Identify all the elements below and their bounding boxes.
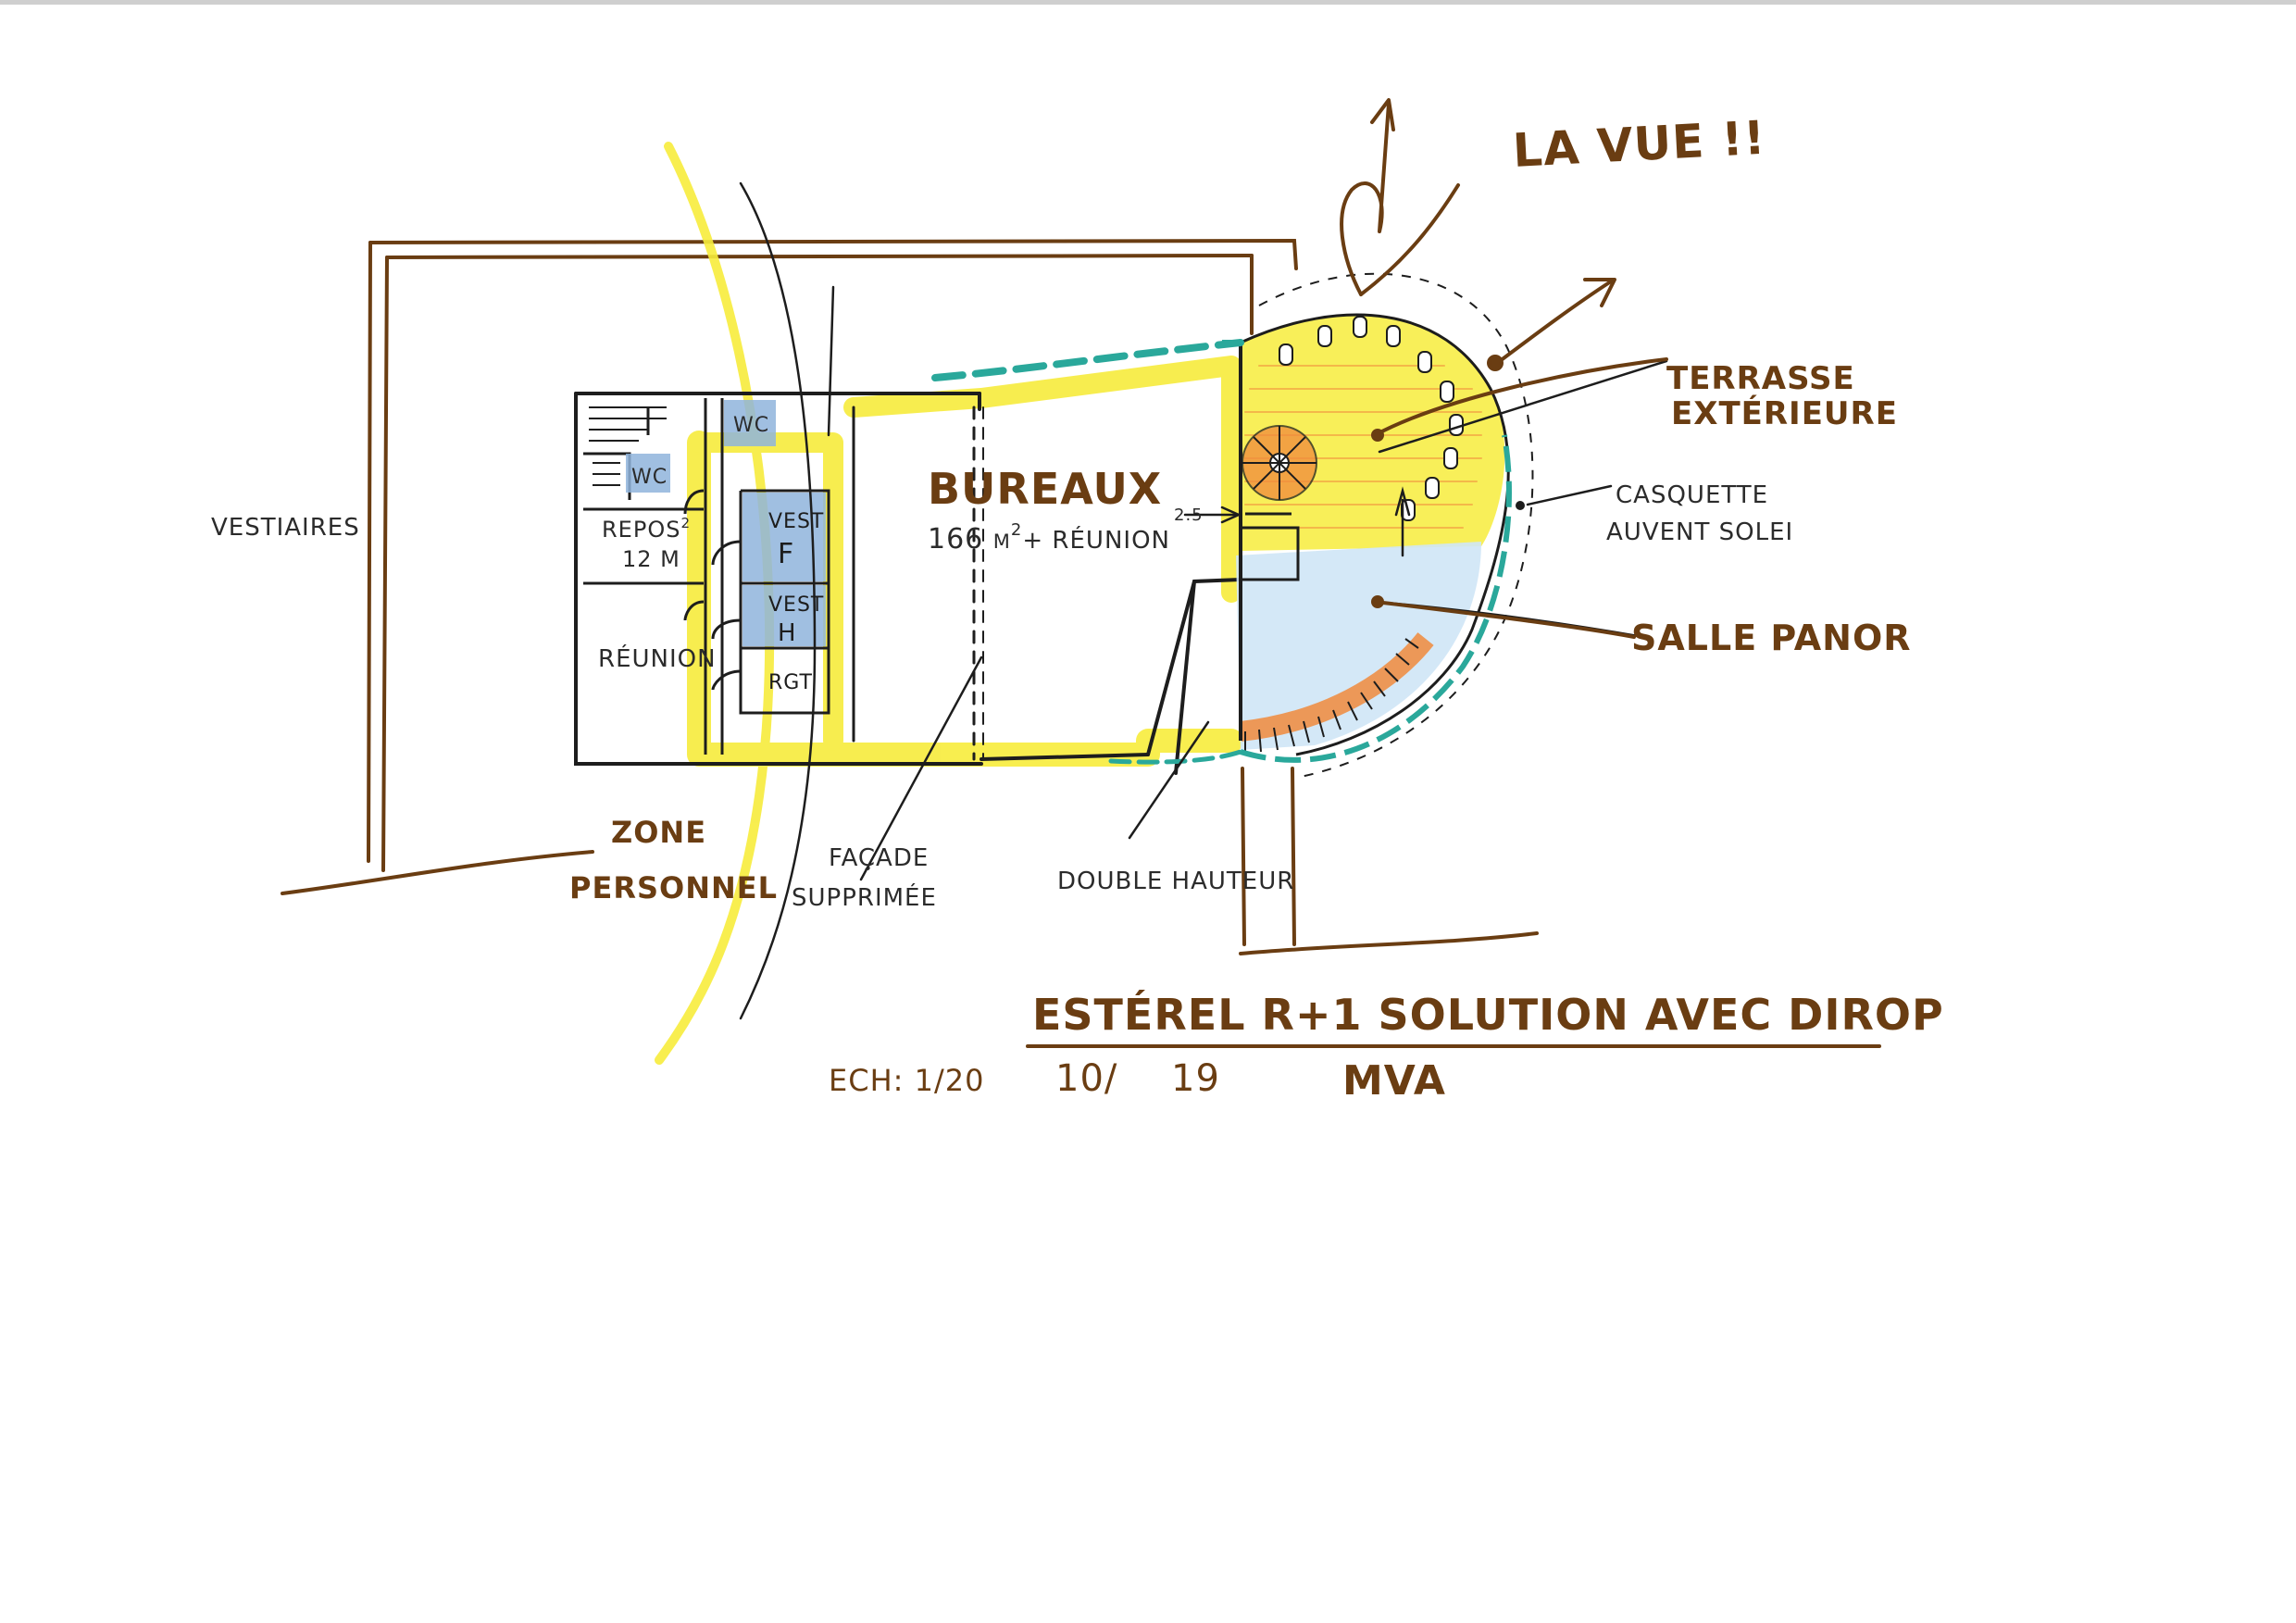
label-la-vue: LA VUE !!	[1512, 111, 1767, 178]
label-wc-left: WC	[631, 466, 668, 489]
inner-floor-plate	[574, 392, 1242, 775]
label-bureaux: BUREAUX	[928, 464, 1162, 514]
terrace-seating	[1279, 316, 1464, 521]
label-exterieure: EXTÉRIEURE	[1671, 394, 1898, 432]
bureaux-area-exponent: 2	[1011, 520, 1022, 540]
label-vest-f-letter: F	[778, 538, 794, 570]
scan-top-edge	[0, 0, 2296, 5]
label-reunion: RÉUNION	[598, 643, 717, 673]
label-vest-h: VEST	[768, 593, 824, 617]
drawing-author: MVA	[1342, 1057, 1446, 1105]
label-vestiaires: VESTIAIRES	[211, 514, 360, 542]
label-auvent-soleil: AUVENT SOLEI	[1606, 518, 1793, 546]
label-terrasse: TERRASSE	[1666, 360, 1855, 397]
label-bureaux-area: 166 m2+ RÉUNION	[928, 520, 1170, 556]
label-level: 2.5	[1174, 506, 1204, 525]
label-vest-f: VEST	[768, 510, 824, 533]
glazing-north	[931, 339, 1244, 765]
drawing-date-year: 19	[1171, 1057, 1220, 1100]
repos-exponent: 2	[680, 515, 691, 531]
label-repos-area: 12 M	[622, 546, 680, 572]
drawing-title: ESTÉREL R+1 SOLUTION AVEC DIROP	[1032, 990, 1944, 1040]
spiral-stair-icon	[1242, 425, 1317, 501]
label-repos: REPOS2	[602, 515, 691, 543]
view-arrows	[1340, 98, 1668, 639]
drawing-date-month: 10/	[1055, 1057, 1117, 1100]
label-double-hauteur: DOUBLE HAUTEUR	[1057, 868, 1294, 895]
drawing-scale: ECH: 1/20	[829, 1063, 984, 1098]
bureaux-area-suffix: + RÉUNION	[1022, 525, 1170, 555]
label-facade: FAÇADE	[829, 844, 929, 872]
label-casquette: CASQUETTE	[1616, 481, 1768, 509]
label-supprimee: SUPPRIMÉE	[792, 882, 937, 912]
label-salle-panor: SALLE PANOR	[1631, 618, 1912, 658]
repos-text: REPOS	[602, 517, 680, 543]
building-envelope	[281, 238, 1539, 955]
service-rooms	[583, 398, 830, 755]
label-rgt: RGT	[768, 671, 813, 694]
label-zone: ZONE	[611, 815, 706, 850]
label-vest-h-letter: H	[778, 619, 797, 647]
label-personnel: PERSONNEL	[569, 870, 778, 905]
panoramic-volume	[1222, 272, 1534, 779]
bureaux-area-number: 166 m	[928, 523, 1011, 556]
label-wc-top: WC	[733, 414, 769, 437]
